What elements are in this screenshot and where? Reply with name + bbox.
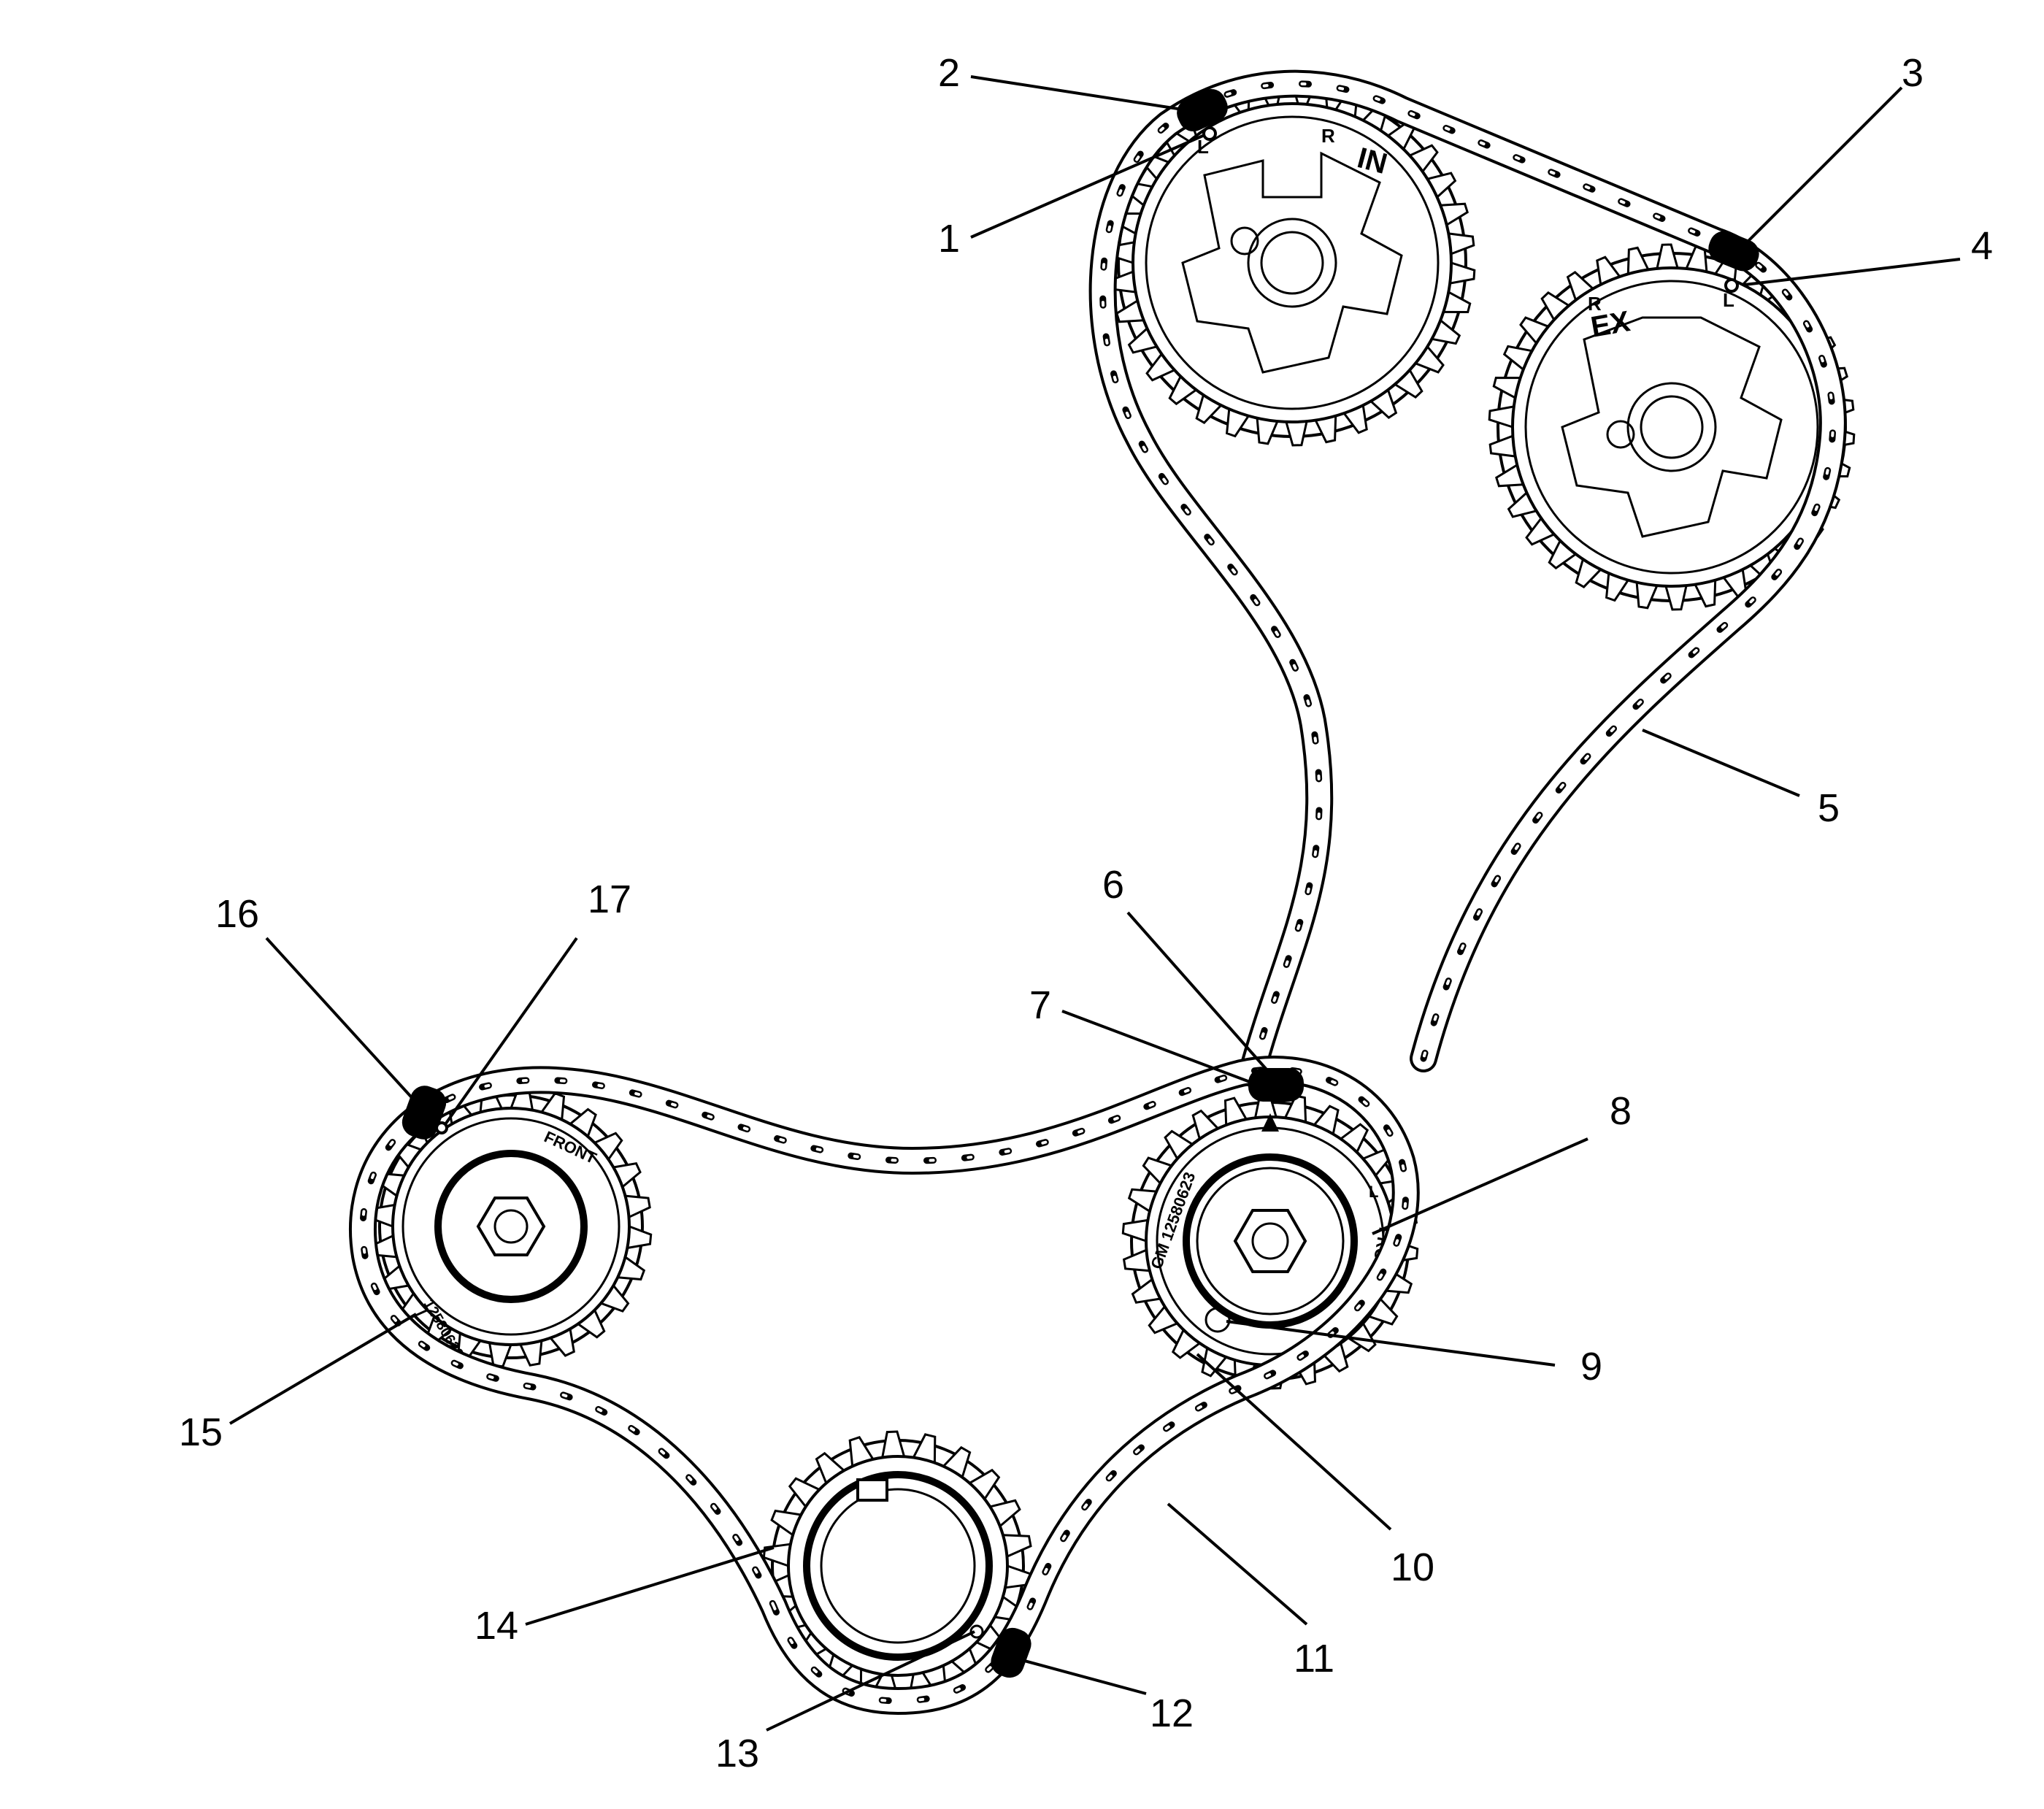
callout-3: 3 bbox=[1902, 51, 1924, 95]
left-balance-timing-mark bbox=[435, 1121, 448, 1134]
camshaft-timing-chain bbox=[1088, 69, 1847, 1087]
balance-shaft-chain bbox=[348, 1056, 1420, 1715]
callout-10: 10 bbox=[1391, 1545, 1434, 1589]
callout-numbers: 1 2 3 4 5 6 7 8 9 10 11 12 13 14 15 16 1… bbox=[179, 51, 1993, 1775]
callout-2: 2 bbox=[938, 51, 960, 95]
crankshaft-sprocket bbox=[762, 1430, 1034, 1702]
balance-timing-link-top bbox=[1248, 1068, 1304, 1102]
exhaust-timing-mark bbox=[1724, 278, 1739, 293]
right-balance-shaft-sprocket: GM 12580623 FRONT L bbox=[1121, 1092, 1419, 1390]
right-balance-l-mark: L bbox=[1369, 1183, 1378, 1201]
exhaust-l-mark: L bbox=[1723, 289, 1734, 311]
exhaust-ex-label: EX bbox=[1588, 305, 1633, 344]
callout-17: 17 bbox=[588, 877, 631, 921]
crank-timing-dot bbox=[969, 1624, 984, 1639]
callout-1: 1 bbox=[938, 217, 960, 261]
callout-14: 14 bbox=[474, 1604, 518, 1648]
balance-timing-dot bbox=[1204, 1307, 1231, 1333]
balance-triangle-mark bbox=[1261, 1113, 1279, 1132]
callout-15: 15 bbox=[179, 1410, 223, 1454]
callout-16: 16 bbox=[215, 892, 259, 936]
callout-9: 9 bbox=[1580, 1345, 1602, 1389]
callout-11: 11 bbox=[1294, 1637, 1334, 1681]
callout-8: 8 bbox=[1610, 1089, 1632, 1133]
callout-4: 4 bbox=[1971, 224, 1993, 268]
exhaust-r-mark: R bbox=[1588, 293, 1602, 315]
intake-timing-mark bbox=[1202, 126, 1217, 141]
leader-lines bbox=[228, 75, 1961, 1732]
callout-7: 7 bbox=[1029, 983, 1051, 1027]
callout-5: 5 bbox=[1818, 786, 1840, 830]
callout-6: 6 bbox=[1102, 863, 1124, 907]
crank-timing-link bbox=[991, 1627, 1031, 1678]
intake-l-mark: L bbox=[1197, 136, 1209, 158]
left-balance-shaft-sprocket: FRONT 12580623 GM bbox=[369, 1085, 653, 1385]
intake-timing-link bbox=[1177, 88, 1228, 132]
callout-12: 12 bbox=[1150, 1691, 1194, 1735]
callout-13: 13 bbox=[715, 1732, 759, 1775]
exhaust-camshaft-sprocket: EX R L bbox=[1488, 243, 1856, 611]
intake-camshaft-sprocket: IN L R bbox=[1108, 79, 1476, 447]
intake-r-mark: R bbox=[1321, 125, 1335, 147]
